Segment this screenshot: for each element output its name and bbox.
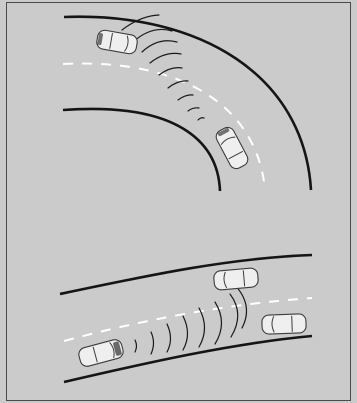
vehicle-adjacent-lane	[262, 314, 307, 335]
vehicle-ahead	[213, 268, 258, 291]
